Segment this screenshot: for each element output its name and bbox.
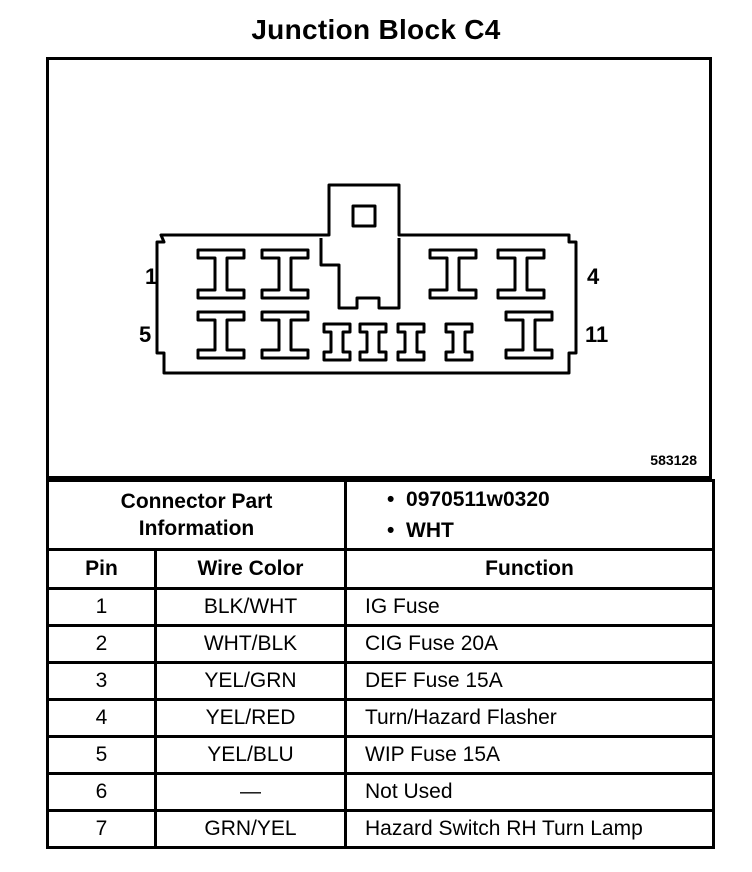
terminal-cavity (496, 248, 546, 300)
header-function: Function (344, 548, 715, 590)
header-wire-color: Wire Color (154, 548, 347, 590)
pin-label-11: 11 (585, 322, 609, 347)
connector-part-number: 0970511w0320 (406, 488, 550, 511)
connector-info-values: • 0970511w0320 • WHT (344, 479, 715, 551)
pin-label-5: 5 (139, 322, 152, 347)
terminal-cavity (358, 322, 388, 362)
pin-cell: 6 (46, 772, 157, 812)
function-cell: DEF Fuse 15A (344, 661, 715, 701)
wire-color-cell: WHT/BLK (154, 624, 347, 664)
pin-cell: 3 (46, 661, 157, 701)
terminal-cavity (396, 322, 426, 362)
function-cell: IG Fuse (344, 587, 715, 627)
connector-info-value: • WHT (387, 519, 454, 542)
terminal-cavity (444, 322, 474, 362)
terminal-cavity (322, 322, 352, 362)
pin-cell: 5 (46, 735, 157, 775)
terminal-cavity (504, 310, 554, 360)
function-cell: CIG Fuse 20A (344, 624, 715, 664)
wire-color-cell: YEL/RED (154, 698, 347, 738)
connector-info-label-line2: Information (138, 517, 255, 540)
wire-color-cell: BLK/WHT (154, 587, 347, 627)
pin-cell: 7 (46, 809, 157, 849)
terminal-cavity (260, 310, 310, 360)
pinout-table: Connector Part Information • 0970511w032… (46, 479, 715, 849)
connector-key-cavity (319, 238, 401, 310)
connector-color: WHT (406, 519, 454, 542)
table-row: 2 WHT/BLK CIG Fuse 20A (46, 624, 715, 664)
connector-body-outline (155, 183, 578, 375)
terminal-cavity (428, 248, 478, 300)
wire-color-cell: — (154, 772, 347, 812)
function-cell: Not Used (344, 772, 715, 812)
connector-info-label: Connector Part Information (46, 479, 347, 551)
header-pin: Pin (46, 548, 157, 590)
table-header-row: Pin Wire Color Function (46, 548, 715, 590)
connector-latch-tab (351, 204, 377, 228)
table-row: 1 BLK/WHT IG Fuse (46, 587, 715, 627)
connector-face-drawing (155, 183, 578, 375)
pin-cell: 1 (46, 587, 157, 627)
function-cell: Hazard Switch RH Turn Lamp (344, 809, 715, 849)
function-cell: WIP Fuse 15A (344, 735, 715, 775)
connector-diagram-panel: 1 4 5 11 583128 (46, 57, 712, 479)
pin-cell: 4 (46, 698, 157, 738)
table-row: 6 — Not Used (46, 772, 715, 812)
terminal-cavity (196, 248, 246, 300)
table-row: 3 YEL/GRN DEF Fuse 15A (46, 661, 715, 701)
table-row: 5 YEL/BLU WIP Fuse 15A (46, 735, 715, 775)
pin-label-4: 4 (587, 264, 600, 289)
terminal-cavity (260, 248, 310, 300)
diagram-title: Junction Block C4 (251, 14, 501, 45)
wire-color-cell: GRN/YEL (154, 809, 347, 849)
connector-info-value: • 0970511w0320 (387, 488, 550, 511)
function-cell: Turn/Hazard Flasher (344, 698, 715, 738)
pin-cell: 2 (46, 624, 157, 664)
wire-color-cell: YEL/BLU (154, 735, 347, 775)
table-row: 7 GRN/YEL Hazard Switch RH Turn Lamp (46, 809, 715, 849)
table-row: 4 YEL/RED Turn/Hazard Flasher (46, 698, 715, 738)
wire-color-cell: YEL/GRN (154, 661, 347, 701)
figure-number: 583128 (650, 452, 697, 468)
connector-info-label-line1: Connector Part (120, 490, 273, 513)
connector-info-row: Connector Part Information • 0970511w032… (46, 479, 715, 551)
pin-label-1: 1 (145, 264, 158, 289)
terminal-cavity (196, 310, 246, 360)
